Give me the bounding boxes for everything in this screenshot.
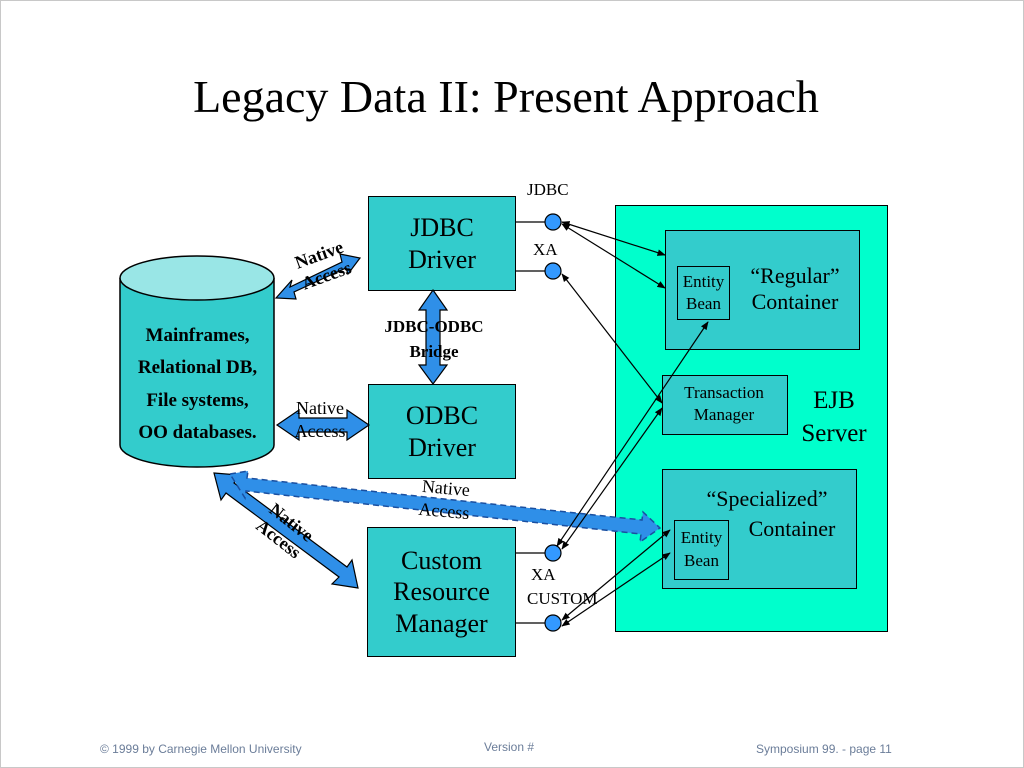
jdbc-driver-line-2: Driver xyxy=(408,244,476,274)
specialized-container-label: “Specialized” Container xyxy=(672,484,862,543)
regular-container-label: “Regular” Container xyxy=(730,263,860,316)
database-line-3: File systems, xyxy=(146,389,249,411)
port-jdbc xyxy=(544,213,562,231)
ejb-server-label: EJB Server xyxy=(784,385,884,450)
custom-rm-line-1: Custom xyxy=(401,546,482,576)
native-access-mid-line-2: Access xyxy=(294,421,346,442)
slide-title: Legacy Data II: Present Approach xyxy=(193,71,819,122)
entity-bean-box-regular: Entity Bean xyxy=(677,266,730,320)
jdbc-driver-box: JDBC Driver xyxy=(368,196,516,291)
bridge-line-1: JDBC-ODBC xyxy=(384,317,484,336)
native-access-mid-line-1: Native xyxy=(296,398,344,418)
native-access-arrow-mid xyxy=(275,408,371,442)
transaction-manager-label: Transaction Manager xyxy=(662,382,786,426)
odbc-driver-box: ODBC Driver xyxy=(368,384,516,479)
port-jdbc-label: JDBC xyxy=(527,180,569,199)
port-xa-bottom xyxy=(544,544,562,562)
port-xa-top xyxy=(544,262,562,280)
database-cylinder xyxy=(119,255,275,468)
transaction-manager-line-2: Manager xyxy=(693,405,755,425)
ejb-server-line-2: Server xyxy=(801,419,867,447)
connector-lines xyxy=(556,221,709,627)
regular-container-line-1: “Regular” xyxy=(750,263,840,288)
specialized-container-line-2: Container xyxy=(748,515,836,541)
port-xa-top-label: XA xyxy=(533,240,558,259)
jdbc-odbc-bridge-arrow xyxy=(417,288,449,386)
database-line-4: OO databases. xyxy=(138,421,257,443)
port-custom xyxy=(544,614,562,632)
native-access-arrow-top xyxy=(274,253,362,300)
custom-rm-line-2: Resource xyxy=(393,577,490,607)
custom-rm-line-3: Manager xyxy=(395,608,488,638)
transaction-manager-line-1: Transaction xyxy=(684,383,764,402)
entity-bean-label-1: Entity xyxy=(682,271,725,291)
entity-bean-label-2: Bean xyxy=(686,294,721,313)
jdbc-driver-line-1: JDBC xyxy=(410,213,474,243)
specialized-container-line-1: “Specialized” xyxy=(706,486,828,511)
footer-page: Symposium 99. - page 11 xyxy=(756,742,892,756)
footer-version: Version # xyxy=(484,740,535,754)
custom-resource-manager-box: Custom Resource Manager xyxy=(367,527,516,657)
native-access-label-mid: Native Access xyxy=(280,397,360,444)
jdbc-odbc-bridge-label: JDBC-ODBC Bridge xyxy=(364,315,504,364)
odbc-driver-line-1: ODBC xyxy=(405,401,479,431)
footer-copyright: © 1999 by Carnegie Mellon University xyxy=(100,742,302,756)
database-label: Mainframes, Relational DB, File systems,… xyxy=(110,320,285,449)
native-access-label-dashed: Native Access xyxy=(398,473,492,526)
database-line-2: Relational DB, xyxy=(137,357,258,379)
bridge-line-2: Bridge xyxy=(409,341,459,361)
entity-bean-label-2: Bean xyxy=(684,551,719,570)
port-xa-bottom-label: XA xyxy=(531,565,556,584)
database-line-1: Mainframes, xyxy=(145,325,250,346)
regular-container-line-2: Container xyxy=(751,289,839,315)
port-custom-label: CUSTOM xyxy=(527,589,598,608)
ejb-server-line-1: EJB xyxy=(813,387,855,414)
odbc-driver-line-2: Driver xyxy=(408,432,476,462)
